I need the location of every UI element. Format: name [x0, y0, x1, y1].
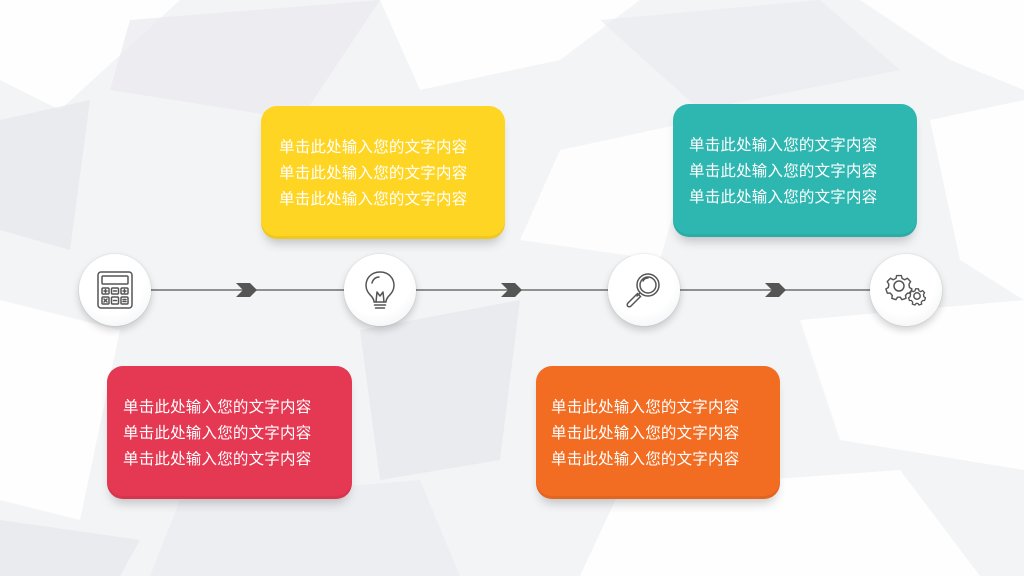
text-line: 单击此处输入您的文字内容: [279, 163, 468, 182]
calculator-icon: [97, 271, 133, 309]
text-line: 单击此处输入您的文字内容: [551, 449, 740, 468]
text-line: 单击此处输入您的文字内容: [551, 423, 740, 442]
lightbulb-icon: [365, 271, 395, 309]
text-box-red[interactable]: 单击此处输入您的文字内容 单击此处输入您的文字内容 单击此处输入您的文字内容: [107, 366, 352, 499]
text-line: 单击此处输入您的文字内容: [279, 137, 468, 156]
arrow-icon: [765, 283, 786, 297]
text-line: 单击此处输入您的文字内容: [689, 161, 878, 180]
arrow-icon: [501, 283, 522, 297]
text-line: 单击此处输入您的文字内容: [551, 397, 740, 416]
timeline-node-3[interactable]: [608, 254, 680, 326]
timeline-node-1[interactable]: [79, 254, 151, 326]
text-line: 单击此处输入您的文字内容: [123, 423, 312, 442]
gears-icon: [885, 274, 927, 306]
timeline-node-2[interactable]: [344, 254, 416, 326]
text-line: 单击此处输入您的文字内容: [123, 397, 312, 416]
text-box-yellow[interactable]: 单击此处输入您的文字内容 单击此处输入您的文字内容 单击此处输入您的文字内容: [261, 106, 505, 239]
magnifier-icon: [626, 273, 660, 308]
text-box-orange[interactable]: 单击此处输入您的文字内容 单击此处输入您的文字内容 单击此处输入您的文字内容: [536, 366, 780, 499]
text-line: 单击此处输入您的文字内容: [689, 187, 878, 206]
text-line: 单击此处输入您的文字内容: [279, 189, 468, 208]
timeline-node-4[interactable]: [870, 254, 942, 326]
text-line: 单击此处输入您的文字内容: [689, 135, 878, 154]
text-line: 单击此处输入您的文字内容: [123, 449, 312, 468]
arrow-icon: [236, 283, 257, 297]
text-box-teal[interactable]: 单击此处输入您的文字内容 单击此处输入您的文字内容 单击此处输入您的文字内容: [673, 104, 917, 237]
